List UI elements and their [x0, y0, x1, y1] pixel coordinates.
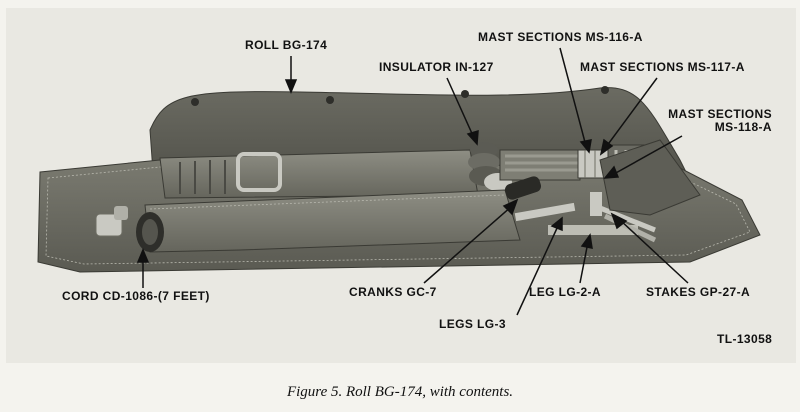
strap-loop [236, 152, 282, 192]
label-mast-117: MAST SECTIONS MS-117-A [580, 60, 745, 74]
label-mast-118-line1: MAST SECTIONS [668, 107, 772, 121]
label-insulator: INSULATOR IN-127 [379, 60, 494, 74]
label-cranks: CRANKS GC-7 [349, 285, 437, 299]
rear-pocket [159, 149, 479, 199]
plate-id: TL-13058 [717, 332, 773, 346]
label-stakes: STAKES GP-27-A [646, 285, 751, 299]
label-roll: ROLL BG-174 [245, 38, 328, 52]
label-cord: CORD CD-1086-(7 FEET) [62, 289, 210, 303]
grommet [326, 96, 334, 104]
grommet [601, 86, 609, 94]
label-leg: LEG LG-2-A [529, 285, 601, 299]
grommet [191, 98, 199, 106]
cranks-and-legs [504, 176, 657, 243]
label-mast-116: MAST SECTIONS MS-116-A [478, 30, 643, 44]
label-mast-118-line2: MS-118-A [714, 120, 772, 134]
grommet [461, 90, 469, 98]
insulator [468, 142, 512, 191]
label-mast-118: MAST SECTIONS MS-118-A [650, 108, 772, 134]
label-legs: LEGS LG-3 [439, 317, 506, 331]
leader-lines [136, 47, 689, 316]
figure-caption: Figure 5. Roll BG-174, with contents. [286, 384, 514, 400]
end-flap [599, 139, 701, 216]
cord-coil [95, 206, 164, 252]
